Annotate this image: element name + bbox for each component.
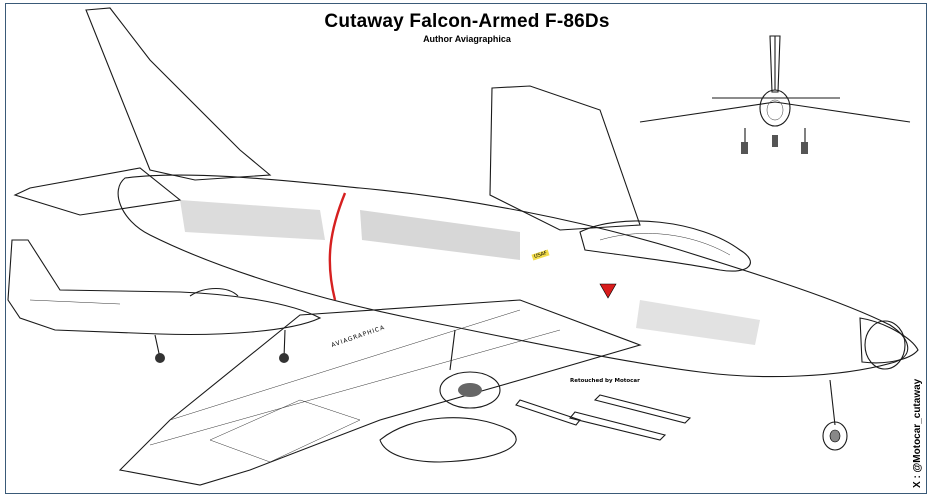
vertical-tail — [85, 7, 272, 181]
main-landing-gear — [439, 329, 501, 409]
engine-intake — [864, 320, 906, 370]
author-credit: Author Aviagraphica — [423, 34, 511, 44]
firewall-ring — [328, 192, 347, 301]
retouch-credit: Retouched by Motocar — [570, 378, 640, 384]
nose-radome — [859, 317, 919, 364]
social-handle: X : @Motocar_cutaway — [912, 378, 923, 488]
fuselage — [117, 174, 909, 378]
nose-landing-gear — [822, 379, 848, 451]
drop-tank — [379, 417, 517, 463]
near-wing — [118, 299, 642, 486]
page-title: Cutaway Falcon-Armed F-86Ds — [324, 11, 610, 32]
front-view — [639, 35, 911, 154]
canopy — [579, 220, 751, 272]
warning-triangle — [599, 283, 617, 299]
far-wing — [489, 85, 641, 231]
wing-flap — [209, 399, 361, 463]
horizontal-stabilizer — [13, 167, 182, 216]
image-border — [5, 3, 927, 494]
side-view — [7, 239, 322, 363]
main-cutaway-aircraft — [13, 7, 919, 486]
falcon-missiles — [515, 394, 692, 441]
